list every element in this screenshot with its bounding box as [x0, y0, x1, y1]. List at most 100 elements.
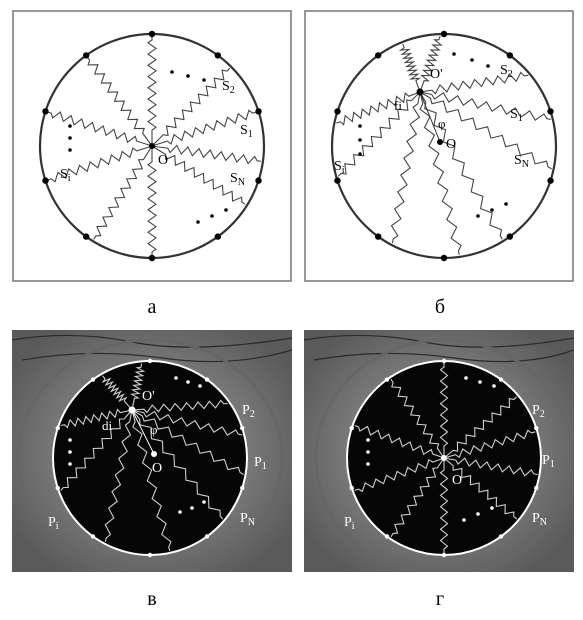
- rim-point: [42, 108, 48, 114]
- ellipsis-dot: [464, 376, 468, 380]
- panel-d-eye-image: O P2 P1 PN Pi: [304, 330, 574, 572]
- rim-point: [255, 108, 261, 114]
- rim-point: [149, 255, 155, 261]
- ellipsis-dot: [68, 148, 72, 152]
- rim-point: [507, 52, 513, 58]
- ellipsis-dot: [366, 450, 370, 454]
- ellipsis-dot: [186, 380, 190, 384]
- rim-point: [255, 177, 261, 183]
- rim-point: [385, 534, 389, 538]
- angle-label: φ: [150, 422, 158, 437]
- ellipsis-dot: [68, 462, 72, 466]
- ellipsis-dot: [490, 208, 494, 212]
- panel-a: O S2 S1 SN Si: [12, 10, 292, 282]
- rim-point: [547, 108, 553, 114]
- ellipsis-dot: [358, 138, 362, 142]
- rim-point: [441, 31, 447, 37]
- center-point: [151, 451, 157, 457]
- rim-point: [56, 486, 60, 490]
- rim-point: [385, 377, 389, 381]
- panel-b: O O' φ fi S2 S1 SN Si: [304, 10, 574, 282]
- ellipsis-dot: [366, 438, 370, 442]
- panel-b-frame: [305, 11, 573, 281]
- rim-point: [442, 553, 446, 557]
- rim-point: [149, 31, 155, 37]
- angle-label: φ: [438, 116, 446, 131]
- caption-c: в: [132, 588, 172, 611]
- ellipsis-dot: [190, 506, 194, 510]
- rim-point: [350, 426, 354, 430]
- offcenter-label: O': [430, 67, 443, 82]
- ellipsis-dot: [366, 462, 370, 466]
- center-label: O: [152, 461, 162, 476]
- ellipsis-dot: [68, 438, 72, 442]
- center-label: O: [452, 473, 462, 488]
- ellipsis-dot: [486, 64, 490, 68]
- rim-point: [334, 177, 340, 183]
- ellipsis-dot: [186, 74, 190, 78]
- rim-point: [148, 553, 152, 557]
- ellipsis-dot: [68, 136, 72, 140]
- ellipsis-dot: [202, 78, 206, 82]
- ellipsis-dot: [504, 202, 508, 206]
- rim-point: [91, 377, 95, 381]
- ellipsis-dot: [492, 384, 496, 388]
- center-label: O: [158, 153, 168, 168]
- ellipsis-dot: [174, 376, 178, 380]
- caption-d: г: [420, 588, 460, 611]
- rim-point: [499, 377, 503, 381]
- panel-c-eye-image: O O' φ di P2 P1 PN Pi: [12, 330, 292, 572]
- ellipsis-dot: [476, 512, 480, 516]
- rim-point: [215, 52, 221, 58]
- offcenter-label: O': [142, 389, 155, 404]
- center-point: [441, 455, 447, 461]
- ellipsis-dot: [462, 518, 466, 522]
- ellipsis-dot: [358, 124, 362, 128]
- ellipsis-dot: [224, 208, 228, 212]
- rim-point: [148, 359, 152, 363]
- ellipsis-dot: [358, 152, 362, 156]
- rim-point: [83, 233, 89, 239]
- rim-point: [56, 426, 60, 430]
- panel-d: O P2 P1 PN Pi: [304, 330, 574, 572]
- ellipsis-dot: [196, 220, 200, 224]
- rim-point: [375, 233, 381, 239]
- rim-point: [91, 534, 95, 538]
- ellipsis-dot: [470, 58, 474, 62]
- ellipsis-dot: [68, 450, 72, 454]
- rim-point: [83, 52, 89, 58]
- distance-label: fi: [394, 98, 402, 113]
- rim-point: [215, 233, 221, 239]
- ellipsis-dot: [478, 380, 482, 384]
- ellipsis-dot: [198, 384, 202, 388]
- rim-point: [375, 52, 381, 58]
- ellipsis-dot: [490, 506, 494, 510]
- distance-label: di: [102, 418, 113, 433]
- rim-point: [534, 426, 538, 430]
- center-point: [437, 139, 443, 145]
- panel-c: O O' φ di P2 P1 PN Pi: [12, 330, 292, 572]
- caption-b: б: [420, 296, 460, 319]
- ellipsis-dot: [68, 124, 72, 128]
- rim-point: [442, 359, 446, 363]
- panel-a-diagram: O S2 S1 SN Si: [12, 10, 292, 282]
- rim-point: [240, 426, 244, 430]
- rim-point: [547, 177, 553, 183]
- ellipsis-dot: [452, 52, 456, 56]
- ellipsis-dot: [476, 214, 480, 218]
- offcenter-point: [417, 89, 424, 96]
- rim-point: [534, 486, 538, 490]
- rim-point: [42, 177, 48, 183]
- ellipsis-dot: [178, 510, 182, 514]
- center-point: [149, 143, 155, 149]
- caption-a: а: [132, 296, 172, 319]
- ellipsis-dot: [210, 214, 214, 218]
- rim-point: [205, 534, 209, 538]
- rim-point: [334, 108, 340, 114]
- rim-point: [507, 233, 513, 239]
- ellipsis-dot: [170, 70, 174, 74]
- rim-point: [240, 486, 244, 490]
- panel-b-diagram: O O' φ fi S2 S1 SN Si: [304, 10, 574, 282]
- offcenter-point: [129, 407, 136, 414]
- ellipsis-dot: [202, 500, 206, 504]
